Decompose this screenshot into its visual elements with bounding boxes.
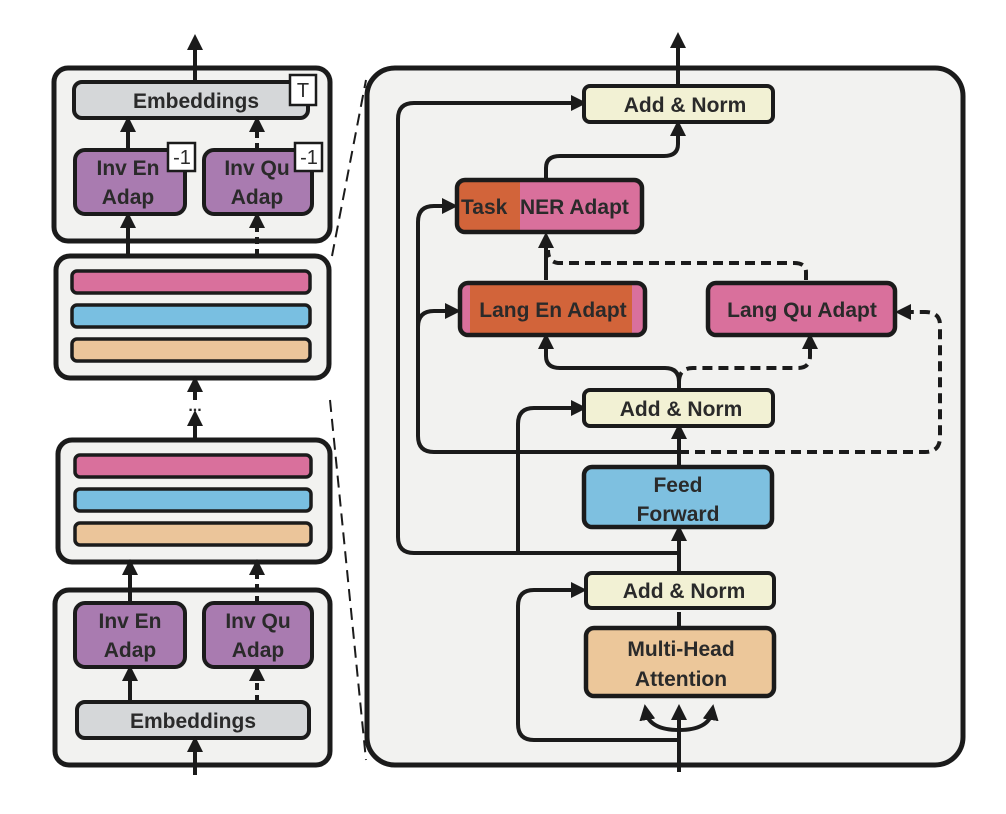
feed-forward — [581, 464, 775, 530]
add-norm-top-label: Add & Norm — [624, 94, 747, 117]
feed-forward-line2: Forward — [637, 503, 720, 526]
transpose-symbol: T — [297, 80, 309, 102]
multi-head-attention — [583, 625, 777, 699]
dashed-connectors — [546, 249, 942, 454]
band-tan — [70, 337, 312, 363]
feed-forward-line1: Feed — [653, 474, 702, 497]
layer-stack-upper — [53, 253, 332, 381]
top-embeddings-label: Embeddings — [133, 90, 259, 113]
band-blue — [70, 303, 312, 329]
lang-qu-adapter-label: Lang Qu Adapt — [727, 299, 877, 322]
lang-qu-adapter — [705, 280, 898, 338]
band-tan — [73, 521, 313, 547]
bottom-inv-qu-line2: Adap — [232, 639, 285, 662]
band-blue — [73, 487, 313, 513]
bottom-embedding-block: Inv En Adap Inv Qu Adap Embeddings — [52, 587, 333, 768]
stack-ellipsis: ... — [188, 398, 201, 415]
band-pink — [70, 269, 312, 295]
lang-en-adapter: Lang En Adapt — [457, 280, 648, 338]
detail-connectors — [396, 32, 719, 772]
task-adapter-part2: NER Adapt — [520, 196, 629, 219]
bottom-inv-en-line2: Adap — [104, 639, 157, 662]
transpose-badge — [288, 73, 318, 107]
bottom-block-arrows — [122, 559, 265, 775]
layer-stack-lower — [55, 437, 333, 565]
bottom-inv-en-line1: Inv En — [98, 610, 161, 633]
top-inv-en-line2: Adap — [102, 186, 155, 209]
add-norm-bottom — [584, 571, 776, 610]
top-block-arrows — [120, 34, 265, 256]
add-norm-middle-label: Add & Norm — [620, 398, 743, 421]
top-inv-qu-line2: Adap — [231, 186, 284, 209]
top-inv-en-line1: Inv En — [96, 157, 159, 180]
task-adapter-part1: Task — [461, 196, 508, 219]
bottom-inv-qu-line1: Inv Qu — [225, 610, 290, 633]
inverse-symbol-en: -1 — [173, 147, 191, 169]
task-ner-adapter: Task NER Adapt — [454, 177, 645, 235]
inverse-symbol-qu: -1 — [300, 147, 318, 169]
add-norm-middle — [582, 388, 775, 428]
top-embedding-block: Embeddings T Inv En Adap -1 Inv Qu Adap … — [51, 65, 333, 244]
inverse-badge-qu — [293, 141, 324, 173]
band-pink — [73, 453, 313, 479]
bottom-embeddings-label: Embeddings — [130, 710, 256, 733]
attention-line1: Multi-Head — [627, 638, 734, 661]
lang-en-adapter-label: Lang En Adapt — [479, 299, 626, 322]
inverse-badge-en — [166, 141, 197, 173]
zoom-guide-lines — [329, 79, 367, 761]
add-norm-bottom-label: Add & Norm — [623, 580, 746, 603]
attention-line2: Attention — [635, 668, 727, 691]
top-inv-qu-line1: Inv Qu — [224, 157, 289, 180]
add-norm-top — [582, 84, 775, 124]
